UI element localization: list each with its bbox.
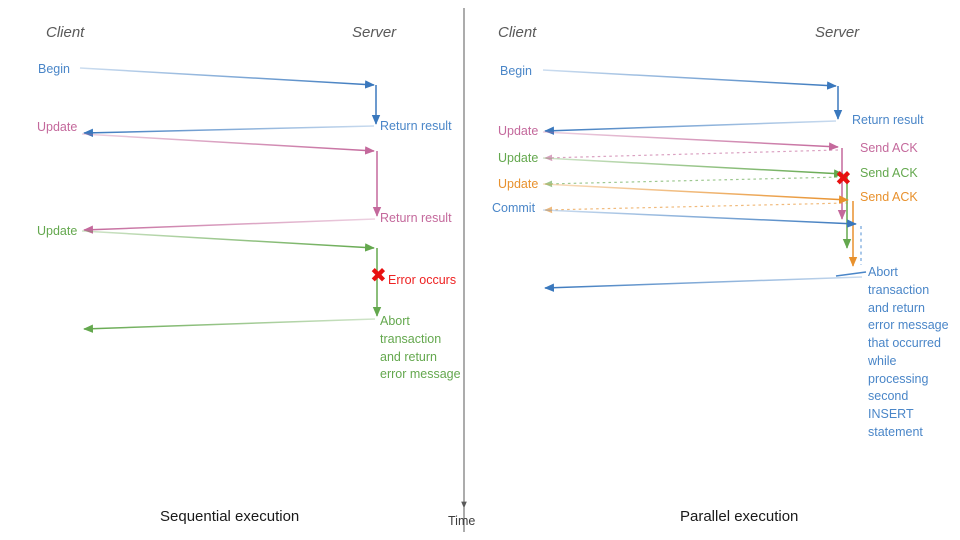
msg-commit-right: Commit (492, 201, 536, 215)
left-panel-title: Sequential execution (160, 508, 300, 525)
right-panel-title: Parallel execution (680, 508, 799, 525)
server-header-right: Server (815, 24, 860, 41)
msg-update-1-left: Update (37, 120, 78, 134)
arrow-begin-request (79, 67, 375, 89)
error-x-marker-left: ✖ (370, 265, 387, 287)
abort-connector (835, 271, 867, 277)
time-axis-label: Time (448, 514, 476, 528)
msg-update-2-left: Update (37, 224, 78, 238)
client-header-right: Client (498, 24, 537, 41)
server-header-left: Server (352, 24, 397, 41)
arrow-send-ack-3 (544, 202, 849, 214)
arrow-commit-request (542, 209, 857, 228)
msg-begin-right: Begin (500, 64, 532, 78)
msg-send-ack-2: Send ACK (860, 166, 918, 180)
abort-message-right: Abort transaction and return error messa… (868, 265, 949, 439)
msg-send-ack-1: Send ACK (860, 141, 918, 155)
arrow-update-2-request (542, 157, 844, 178)
msg-update-2-right: Update (498, 151, 539, 165)
msg-begin-left: Begin (38, 62, 70, 76)
msg-error-occurs-left: Error occurs (388, 273, 457, 287)
msg-update-3-right: Update (498, 177, 539, 191)
arrow-update-1-request (81, 133, 375, 155)
msg-return-result-2-left: Return result (380, 211, 452, 225)
arrow-abort-return-right (544, 276, 863, 292)
arrow-send-ack-2 (544, 176, 844, 188)
arrow-abort-return-left (83, 318, 376, 333)
msg-update-1-right: Update (498, 124, 539, 138)
arrow-update-3-request (542, 183, 849, 204)
left-sequence-group (79, 67, 382, 333)
msg-return-result-1-left: Return result (380, 119, 452, 133)
arrow-begin-request (542, 69, 837, 90)
arrow-send-ack-1 (544, 149, 839, 162)
arrow-update-2-request (81, 230, 375, 252)
msg-return-result-right: Return result (852, 113, 924, 127)
abort-message-left: Abort transaction and return error messa… (380, 314, 461, 382)
right-sequence-group (542, 69, 867, 292)
error-x-marker-right: ✖ (835, 168, 852, 190)
client-header-left: Client (46, 24, 85, 41)
arrow-return-result (544, 120, 837, 135)
arrow-return-result-1 (83, 125, 375, 137)
msg-send-ack-3: Send ACK (860, 190, 918, 204)
arrow-update-1-request (542, 131, 839, 151)
arrow-return-result-2 (83, 218, 376, 234)
